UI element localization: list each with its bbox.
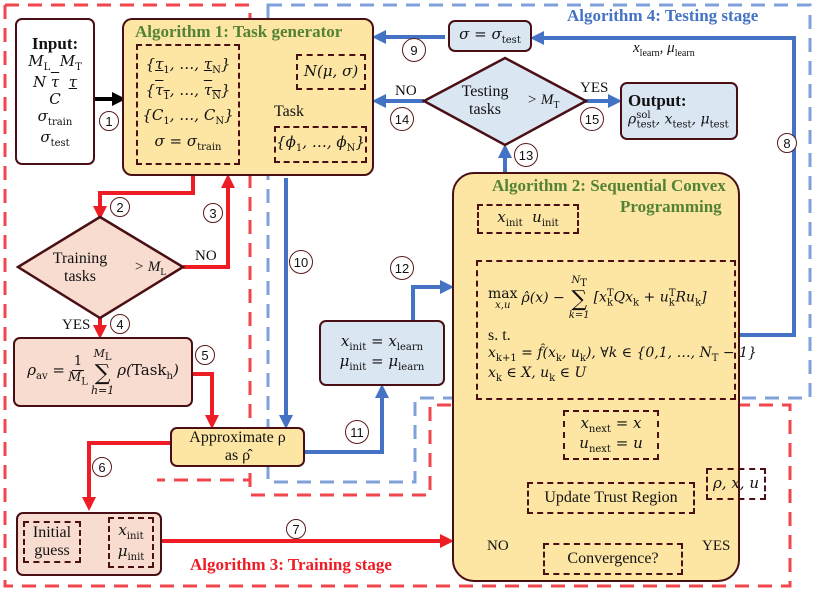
testing-yes-label: YES <box>580 80 609 96</box>
step-2: 2 <box>110 197 130 217</box>
dynamics-constraint: xk+1 = f̂(xk, uk), ∀k ∈ {0,1, …, NT − 1} <box>488 345 757 365</box>
next-values-box: xnext = x unext = u <box>563 410 659 460</box>
sigma-train-assign: σ = σtrain <box>154 131 222 153</box>
convergence-no-label: NO <box>487 538 509 554</box>
sigma-test-box: σ = σtest <box>448 20 532 52</box>
output-values: ρsoltest, xtest, μtest <box>628 110 729 131</box>
initial-values-box: xinit μinit <box>108 517 154 568</box>
approximate-rho-box: Approximate ρ as ρ̂ <box>170 427 305 467</box>
testing-decision-threshold: > MT <box>527 92 560 111</box>
init-from-learned-box: xinit = xlearn μinit = μlearn <box>319 320 445 386</box>
step-14: 14 <box>390 107 414 131</box>
algorithm4-title: Algorithm 4: Testing stage <box>567 6 759 25</box>
step-9: 9 <box>402 38 426 62</box>
input-box: Input: ML MT N τ τ C σtrain σtest <box>15 18 95 165</box>
convergence-yes-label: YES <box>702 538 731 554</box>
step-1: 1 <box>99 111 119 131</box>
training-decision-threshold: > ML <box>134 259 167 278</box>
c-set: {C1, …, CN} <box>142 106 234 127</box>
testing-stage-boundary <box>266 3 812 484</box>
step-5: 5 <box>195 345 215 365</box>
sco-init-box: xinit uinit <box>477 204 579 234</box>
training-stage-boundary <box>5 3 252 482</box>
input-c: C <box>49 90 61 109</box>
tau-lower-set: {τ1, …, τN} <box>145 55 231 76</box>
training-no-label: NO <box>195 248 217 264</box>
output-box: Output: ρsoltest, xtest, μtest <box>620 82 738 140</box>
result-values-box: ρ, x, u <box>706 468 766 500</box>
step-3: 3 <box>203 203 223 223</box>
step-12: 12 <box>390 256 414 280</box>
input-sigma-train: σtrain <box>37 107 73 129</box>
initial-guess-label-box: Initial guess <box>23 521 81 563</box>
testing-no-label: NO <box>395 83 417 99</box>
testing-decision-text: Testing tasks <box>461 82 509 118</box>
set-constraint: xk ∈ X, uk ∈ U <box>488 364 587 384</box>
convergence-check-box: Convergence? <box>543 543 683 575</box>
algorithm2-title-line2: Programming <box>620 197 722 216</box>
algorithm2-title-line1: Algorithm 2: Sequential Convex <box>492 176 726 195</box>
step-8: 8 <box>777 133 797 153</box>
input-ml-mt: ML MT <box>28 52 82 74</box>
training-yes-label: YES <box>62 317 91 333</box>
testing-decision-diamond <box>421 56 589 147</box>
step-6: 6 <box>92 457 112 477</box>
normal-distribution-box: N(μ, σ) <box>296 54 366 90</box>
task-label: Task <box>274 103 304 120</box>
update-trust-region-box: Update Trust Region <box>527 482 695 514</box>
step-15: 15 <box>580 107 604 131</box>
input-title: Input: <box>31 33 79 53</box>
training-decision-diamond <box>15 215 186 320</box>
step-11: 11 <box>345 420 369 444</box>
algorithm1-title: Algorithm 1: Task generator <box>135 22 343 41</box>
step-13: 13 <box>514 143 538 167</box>
task-parameters-box: {τ1, …, τN} {τ1, …, τN} {C1, …, CN} σ = … <box>136 44 240 165</box>
step-7: 7 <box>286 519 306 539</box>
learned-values-label: xlearn, μlearn <box>633 40 695 59</box>
initial-guess-box <box>16 512 162 576</box>
training-decision-text: Training tasks <box>52 249 108 285</box>
input-sigma-test: σtest <box>40 127 70 149</box>
step-4: 4 <box>110 314 130 334</box>
step-10: 10 <box>289 250 313 274</box>
algorithm3-title: Algorithm 3: Training stage <box>190 555 392 574</box>
tau-upper-set: {τ1, …, τN} <box>145 80 231 102</box>
input-n-tau: N τ τ <box>32 72 78 91</box>
task-set-box: {ϕ1, …, ϕN} <box>274 126 367 163</box>
